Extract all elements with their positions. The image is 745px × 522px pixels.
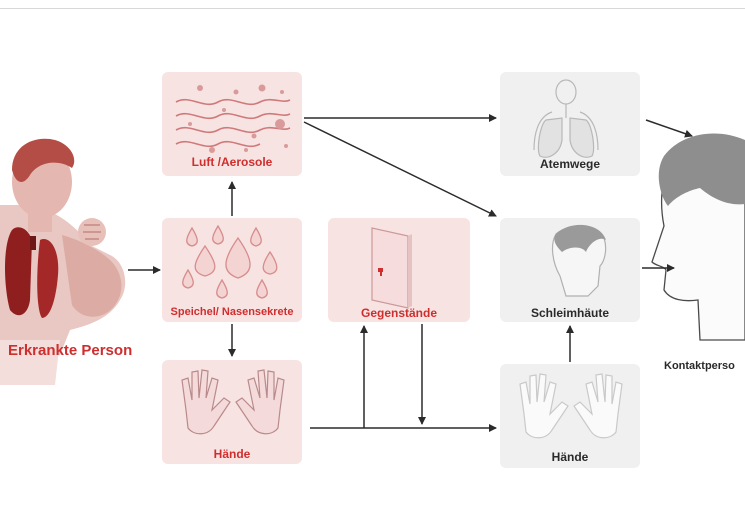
head-profile-icon xyxy=(652,133,745,340)
air-label: Luft /Aerosole xyxy=(162,155,302,169)
sick-person-label: Erkrankte Person xyxy=(8,342,132,359)
mucosa-label: Schleimhäute xyxy=(500,306,640,320)
contact-person-label: Kontaktperso xyxy=(664,360,735,372)
hands-left-label: Hände xyxy=(162,447,302,461)
objects-label: Gegenstände xyxy=(328,306,470,320)
airways-label: Atemwege xyxy=(500,157,640,171)
hands-right-label: Hände xyxy=(500,450,640,464)
saliva-label: Speichel/ Nasensekrete xyxy=(162,306,302,318)
arrow-air-to-mucosa xyxy=(304,122,496,216)
door-icon xyxy=(372,228,412,308)
arrow-airways-to-contact xyxy=(646,120,692,136)
